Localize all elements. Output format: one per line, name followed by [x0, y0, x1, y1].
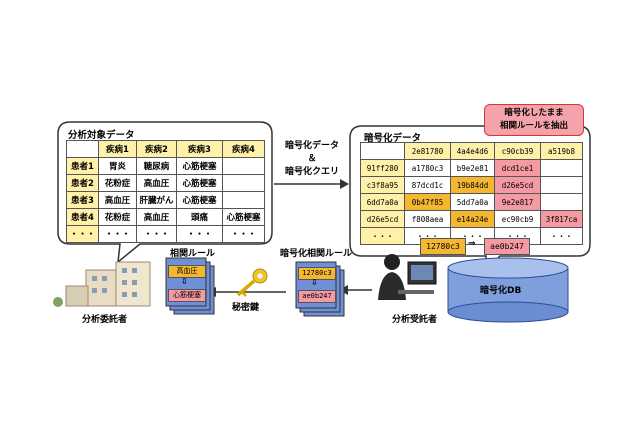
arrow-label-line1: 暗号化データ	[284, 141, 339, 151]
table-row: 患者4 花粉症 高血圧 頭痛 心筋梗塞	[66, 208, 265, 226]
table-row: 91ff280 a1780c3 b9e2e81 dcd1ce1	[360, 159, 583, 177]
encrypted-rule-consequent: ae0b247	[484, 238, 530, 255]
callout-line2: 相関ルールを抽出	[499, 121, 568, 131]
plain-rules-title: 相関ルール	[170, 249, 216, 259]
arrow-label: 暗号化データ ＆ 暗号化クエリ	[282, 140, 342, 179]
table-cell: 頭痛	[176, 208, 223, 226]
table-cell: 糖尿病	[136, 157, 177, 175]
table-cell: ・・・	[136, 225, 177, 243]
table-cell	[540, 159, 583, 177]
table-row: 患者1 胃炎 糖尿病 心筋梗塞	[66, 157, 265, 175]
table-header-cell: 疾病2	[136, 140, 177, 158]
row-header-cell: ・・・	[360, 227, 405, 245]
row-header-cell: d26e5cd	[360, 210, 405, 228]
client-building-icon	[53, 261, 151, 307]
plain-rules-consequent: 心筋梗塞	[168, 289, 206, 302]
row-header-cell: 患者3	[66, 191, 99, 209]
table-header-cell	[66, 140, 99, 158]
row-header-cell: 6dd7a0a	[360, 193, 405, 211]
table-header-cell	[360, 142, 405, 160]
table-header-cell: a519b8	[540, 142, 583, 160]
table-cell-highlight: 0b47f85	[404, 193, 451, 211]
extraction-callout: 暗号化したまま 相関ルールを抽出	[484, 104, 584, 136]
table-row: d26e5cd f808aea e14a24e ec90cb9 3f817ca	[360, 210, 583, 228]
table-cell: 高血圧	[98, 191, 137, 209]
table-row: 患者2 花粉症 高血圧 心筋梗塞	[66, 174, 265, 192]
table-cell: 心筋梗塞	[176, 157, 223, 175]
encrypted-rules-consequent: ae0b247	[298, 290, 336, 303]
encrypted-rule-arrow: ⇒	[468, 239, 476, 249]
callout-line1: 暗号化したまま	[504, 108, 564, 118]
row-header-cell: ・・・	[66, 225, 99, 243]
table-cell-highlight: 3f817ca	[540, 210, 583, 228]
table-header-cell: 2e81780	[404, 142, 451, 160]
table-header-cell: 4a4e4d6	[450, 142, 495, 160]
row-header-cell: 91ff280	[360, 159, 405, 177]
contractor-person-icon	[378, 254, 437, 300]
table-header-cell: 疾病4	[222, 140, 265, 158]
arrow-label-line2: ＆	[307, 154, 317, 164]
table-row: 患者3 高血圧 肝臓がん 心筋梗塞	[66, 191, 265, 209]
arrow-label-line3: 暗号化クエリ	[284, 167, 339, 177]
table-cell: 高血圧	[136, 174, 177, 192]
encrypted-rules-title: 暗号化相関ルール	[280, 249, 353, 259]
encrypted-rules-arrow: ⇩	[311, 278, 318, 287]
table-cell-highlight: 19b84dd	[450, 176, 495, 194]
encrypted-rule-antecedent: 12780c3	[420, 238, 466, 255]
client-label: 分析委託者	[82, 315, 128, 325]
table-cell	[540, 193, 583, 211]
row-header-cell: 患者4	[66, 208, 99, 226]
table-header-cell: 疾病3	[176, 140, 223, 158]
table-cell-highlight: e14a24e	[450, 210, 495, 228]
table-row: 6dd7a0a 0b47f85 5dd7a0a 9e2e817	[360, 193, 583, 211]
table-cell	[222, 174, 265, 192]
table-cell: ・・・	[98, 225, 137, 243]
encrypted-db-label: 暗号化DB	[480, 286, 522, 296]
plaintext-data-table: 疾病1 疾病2 疾病3 疾病4 患者1 胃炎 糖尿病 心筋梗塞 患者2 花粉症 …	[66, 140, 265, 243]
encrypted-data-table: 2e81780 4a4e4d6 c90cb39 a519b8 91ff280 a…	[360, 142, 583, 245]
table-cell: a1780c3	[404, 159, 451, 177]
table-cell: 高血圧	[136, 208, 177, 226]
table-cell: 心筋梗塞	[176, 191, 223, 209]
table-cell-highlight: dcd1ce1	[494, 159, 541, 177]
row-header-cell: c3f8a95	[360, 176, 405, 194]
table-cell: 5dd7a0a	[450, 193, 495, 211]
secret-key-icon	[236, 268, 268, 297]
table-cell: 花粉症	[98, 208, 137, 226]
table-cell: 87dcd1c	[404, 176, 451, 194]
row-header-cell: 患者1	[66, 157, 99, 175]
table-row: c3f8a95 87dcd1c 19b84dd d26e5cd	[360, 176, 583, 194]
row-header-cell: 患者2	[66, 174, 99, 192]
upload-arrow-head	[340, 179, 349, 189]
table-cell	[540, 176, 583, 194]
table-cell: ec90cb9	[494, 210, 541, 228]
table-header-cell: 疾病1	[98, 140, 137, 158]
right-panel-title: 暗号化データ	[364, 133, 422, 144]
table-header-cell: c90cb39	[494, 142, 541, 160]
table-cell: 花粉症	[98, 174, 137, 192]
table-row: ・・・ ・・・ ・・・ ・・・ ・・・	[66, 225, 265, 243]
contractor-label: 分析受託者	[392, 315, 438, 325]
table-cell: f808aea	[404, 210, 451, 228]
table-cell: 心筋梗塞	[222, 208, 265, 226]
encrypted-db-icon	[447, 257, 569, 323]
table-cell-highlight: d26e5cd	[494, 176, 541, 194]
encrypted-rules-antecedent: 12780c3	[298, 267, 336, 280]
table-cell: ・・・	[540, 227, 583, 245]
table-cell: b9e2e81	[450, 159, 495, 177]
plain-rules-arrow: ⇩	[181, 277, 188, 286]
plain-rules-antecedent: 高血圧	[168, 265, 206, 278]
table-cell: ・・・	[176, 225, 223, 243]
secret-key-label: 秘密鍵	[232, 303, 260, 313]
table-cell	[222, 157, 265, 175]
left-panel-title: 分析対象データ	[68, 130, 135, 141]
table-cell	[222, 191, 265, 209]
table-cell: 心筋梗塞	[176, 174, 223, 192]
table-cell: ・・・	[222, 225, 265, 243]
table-cell-highlight: 9e2e817	[494, 193, 541, 211]
table-cell: 胃炎	[98, 157, 137, 175]
table-cell: 肝臓がん	[136, 191, 177, 209]
